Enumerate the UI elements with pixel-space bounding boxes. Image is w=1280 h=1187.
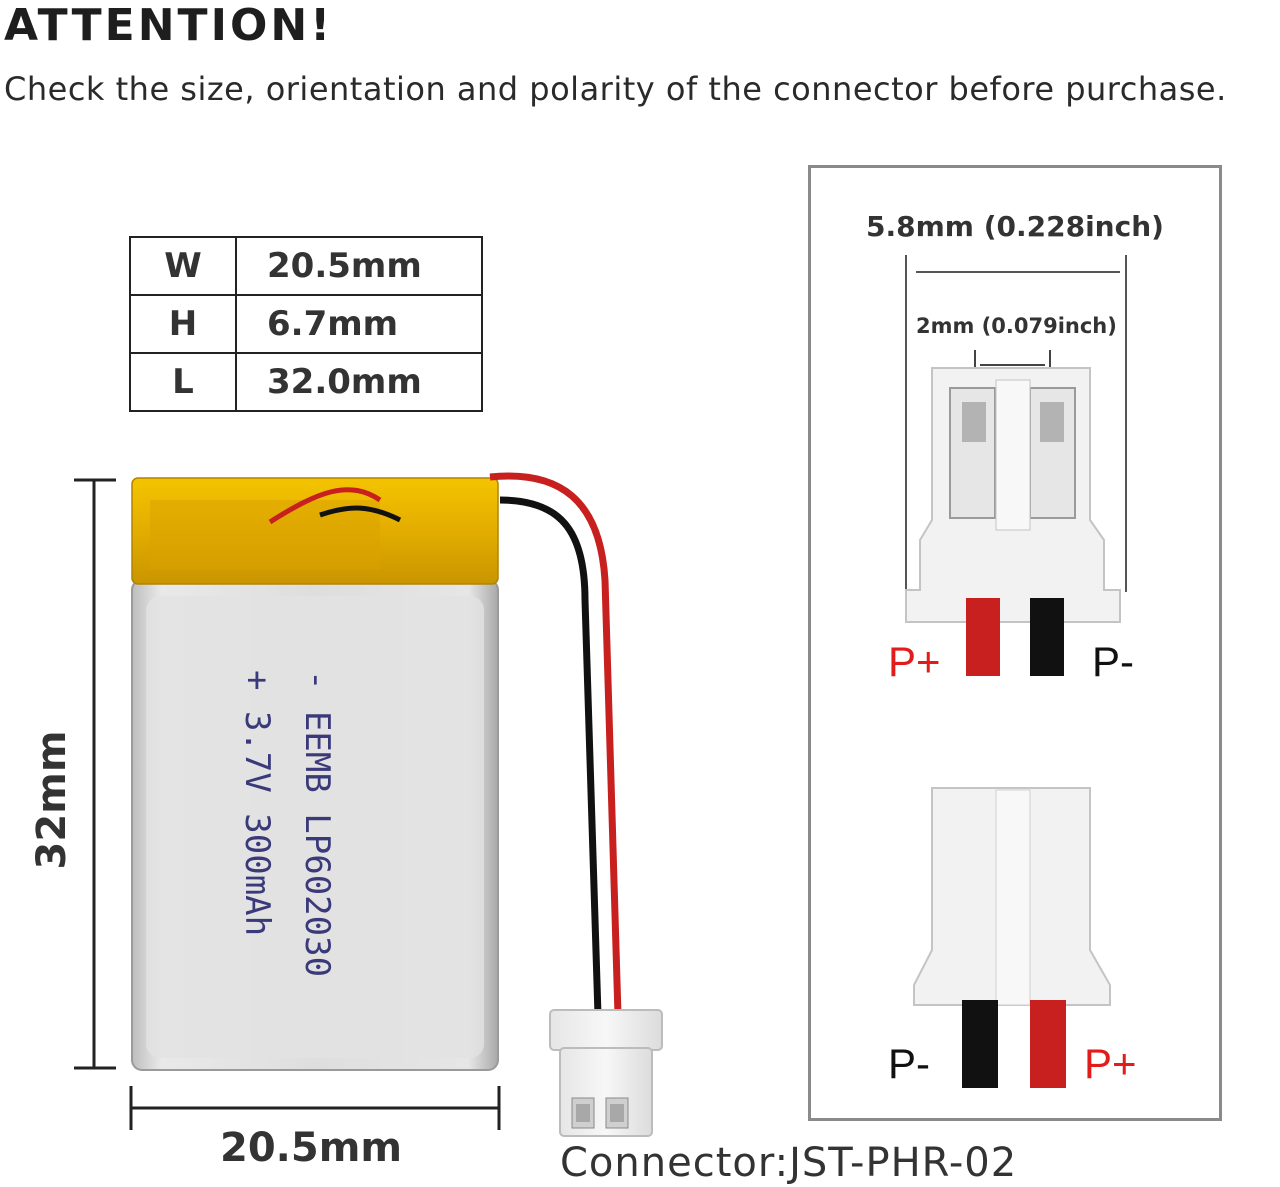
- width-dimension-label: 20.5mm: [220, 1125, 403, 1171]
- connector-bottom-view: [913, 787, 1111, 1088]
- battery-cell: - EEMB LP602030 + 3.7V 300mAh: [131, 477, 499, 1071]
- battery-label-line2: + 3.7V 300mAh: [237, 670, 277, 936]
- connector-detail-panel: [808, 165, 1222, 1121]
- dimensions-table: W 20.5mm H 6.7mm L 32.0mm: [129, 236, 483, 412]
- dimension-key: W: [129, 236, 237, 296]
- top-positive-label: P+: [888, 638, 941, 685]
- height-dimension-line: [74, 478, 116, 1070]
- dimension-value: 20.5mm: [235, 236, 483, 296]
- connector-type-label: Connector:JST-PHR-02: [560, 1140, 1018, 1186]
- connector-top-view: [905, 255, 1127, 676]
- dimension-value: 6.7mm: [235, 294, 483, 354]
- dimension-value: 32.0mm: [235, 352, 483, 412]
- table-row: W 20.5mm: [129, 236, 483, 296]
- battery-connector-plug: [549, 1009, 663, 1137]
- dimension-key: H: [129, 294, 237, 354]
- connector-outer-width-label: 5.8mm (0.228inch): [866, 210, 1164, 243]
- page-subtitle: Check the size, orientation and polarity…: [4, 70, 1227, 108]
- table-row: L 32.0mm: [129, 352, 483, 412]
- battery-wires: [489, 472, 622, 1016]
- top-negative-label: P-: [1092, 638, 1134, 685]
- page-title: ATTENTION!: [4, 0, 334, 51]
- connector-pitch-label: 2mm (0.079inch): [916, 314, 1117, 338]
- bottom-positive-label: P+: [1084, 1040, 1137, 1087]
- bottom-negative-label: P-: [888, 1040, 930, 1087]
- height-dimension-label-wrap: 32mm: [22, 700, 82, 900]
- height-dimension-label: 32mm: [29, 730, 75, 870]
- dimension-key: L: [129, 352, 237, 412]
- table-row: H 6.7mm: [129, 294, 483, 354]
- width-dimension-line: [129, 1086, 501, 1130]
- battery-label-line1: - EEMB LP602030: [297, 670, 337, 977]
